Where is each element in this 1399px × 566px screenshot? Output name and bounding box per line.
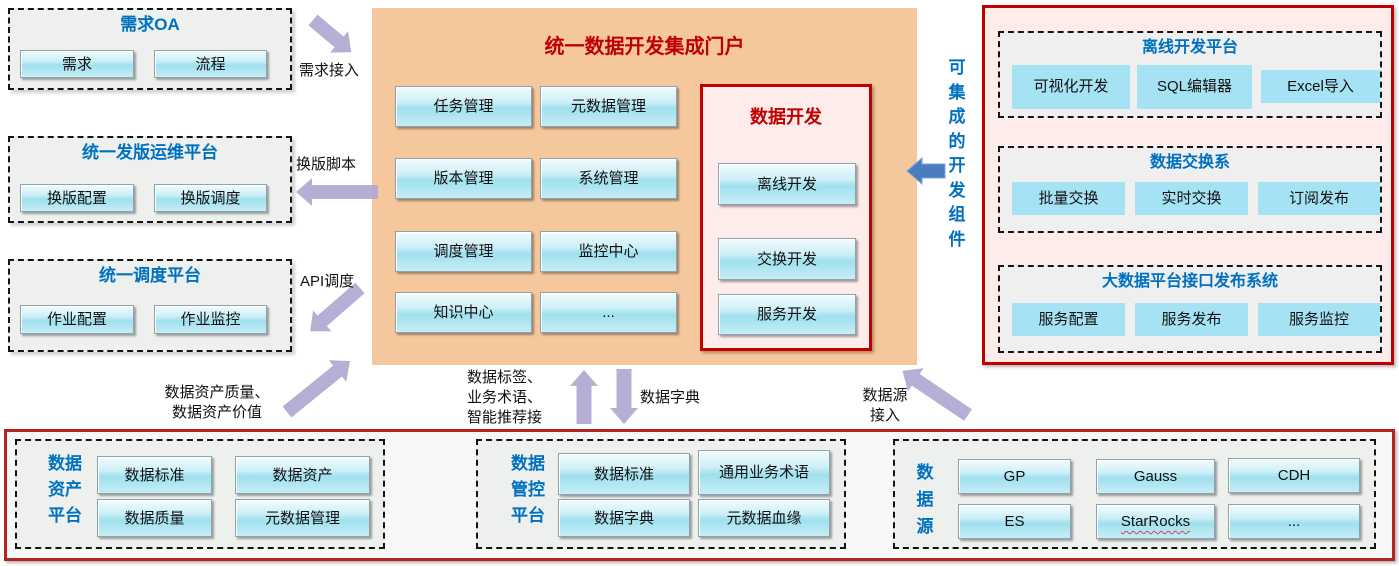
requirement-button[interactable]: 需求 [20,50,134,78]
integratable-components-label: 可集成的开发组件 [948,58,966,249]
data-governance-platform-label: 数据 管控 平台 [511,454,545,525]
process-button[interactable]: 流程 [154,50,267,78]
more-source-button[interactable]: ... [1228,504,1360,539]
portal-panel: 统一数据开发集成门户 任务管理 元数据管理 版本管理 系统管理 调度管理 监控中… [372,8,917,365]
requirement-oa-box: 需求OA 需求 流程 [8,8,292,90]
version-script-label: 换版脚本 [296,156,357,173]
data-asset-platform-label: 数据 资产 平台 [48,454,82,525]
service-config-button[interactable]: 服务配置 [1012,303,1125,336]
more-button[interactable]: ... [540,292,677,333]
data-dev-title: 数据开发 [750,107,822,127]
version-config-button[interactable]: 换版配置 [20,184,134,212]
gauss-button[interactable]: Gauss [1096,459,1215,494]
portal-title: 统一数据开发集成门户 [544,36,745,58]
offline-dev-button[interactable]: 离线开发 [718,163,856,205]
tags-up-arrow [570,370,598,424]
data-dev-box: 数据开发 离线开发 交换开发 服务开发 [700,84,872,351]
version-schedule-button[interactable]: 换版调度 [154,184,267,212]
bigdata-api-publish-box: 大数据平台接口发布系统 服务配置 服务发布 服务监控 [998,265,1382,353]
unified-schedule-platform-box: 统一调度平台 作业配置 作业监控 [8,259,292,352]
data-dictionary-label: 数据字典 [640,389,701,406]
offline-dev-platform-box: 离线开发平台 可视化开发 SQL编辑器 Excel导入 [998,31,1382,118]
batch-exchange-button[interactable]: 批量交换 [1012,182,1125,215]
job-monitor-button[interactable]: 作业监控 [154,305,267,334]
schedule-mgmt-button[interactable]: 调度管理 [395,231,532,272]
service-publish-button[interactable]: 服务发布 [1135,303,1248,336]
release-ops-platform-title: 统一发版运维平台 [82,143,218,162]
api-dispatch-label: API调度 [300,273,355,290]
asset-data-standard-button[interactable]: 数据标准 [97,456,212,494]
requirement-oa-title: 需求OA [120,15,180,34]
monitor-center-button[interactable]: 监控中心 [540,231,677,272]
requirement-access-label: 需求接入 [299,62,360,79]
sql-editor-button[interactable]: SQL编辑器 [1137,65,1252,109]
release-ops-platform-box: 统一发版运维平台 换版配置 换版调度 [8,136,292,223]
gov-data-standard-button[interactable]: 数据标准 [558,453,690,495]
data-governance-platform-box: 数据 管控 平台 数据标准 通用业务术语 数据字典 元数据血缘 [476,439,846,549]
pubsub-button[interactable]: 订阅发布 [1258,182,1380,215]
task-mgmt-button[interactable]: 任务管理 [395,86,532,127]
cdh-button[interactable]: CDH [1228,458,1360,493]
requirement-access-arrow [308,14,352,53]
bigdata-api-publish-title: 大数据平台接口发布系统 [1101,273,1278,290]
unified-schedule-platform-title: 统一调度平台 [99,266,201,285]
job-config-button[interactable]: 作业配置 [20,305,134,334]
data-exchange-box: 数据交换系 批量交换 实时交换 订阅发布 [998,146,1382,233]
asset-metadata-mgmt-button[interactable]: 元数据管理 [235,499,370,537]
data-asset-button[interactable]: 数据资产 [235,456,370,494]
metadata-lineage-button[interactable]: 元数据血缘 [698,499,830,537]
excel-import-button[interactable]: Excel导入 [1261,70,1380,103]
system-mgmt-button[interactable]: 系统管理 [540,158,677,199]
data-quality-button[interactable]: 数据质量 [97,499,212,537]
knowledge-center-button[interactable]: 知识中心 [395,292,532,333]
visual-dev-button[interactable]: 可视化开发 [1012,65,1130,109]
exchange-dev-button[interactable]: 交换开发 [718,238,856,280]
data-source-box: 数 据 源 GP Gauss CDH ES StarRocks ... [893,439,1376,549]
data-source-label: 数 据 源 [916,463,934,536]
offline-dev-platform-title: 离线开发平台 [1141,39,1238,56]
service-monitor-button[interactable]: 服务监控 [1258,303,1380,336]
starrocks-button[interactable]: StarRocks [1096,504,1215,539]
datasource-access-label: 数据源 接入 [862,387,908,424]
data-exchange-title: 数据交换系 [1149,154,1230,171]
realtime-exchange-button[interactable]: 实时交换 [1135,182,1248,215]
version-mgmt-button[interactable]: 版本管理 [395,158,532,199]
tags-terms-label: 数据标签、 业务术语、 智能推荐接 [467,369,543,426]
asset-value-arrow [282,360,350,418]
data-dictionary-button[interactable]: 数据字典 [558,499,690,537]
dictionary-down-arrow [610,369,638,424]
es-button[interactable]: ES [958,504,1071,539]
metadata-mgmt-button[interactable]: 元数据管理 [540,86,677,127]
gp-button[interactable]: GP [958,459,1071,494]
common-business-terms-button[interactable]: 通用业务术语 [698,450,830,495]
components-panel: 离线开发平台 可视化开发 SQL编辑器 Excel导入 数据交换系 批量交换 实… [982,5,1394,365]
asset-quality-value-label: 数据资产质量、 数据资产价值 [164,384,270,421]
foundation-panel: 数据 资产 平台 数据标准 数据资产 数据质量 元数据管理 数据 管控 平台 数… [4,429,1395,561]
version-script-arrow [296,178,378,206]
service-dev-button[interactable]: 服务开发 [718,294,856,335]
data-asset-platform-box: 数据 资产 平台 数据标准 数据资产 数据质量 元数据管理 [15,439,385,549]
